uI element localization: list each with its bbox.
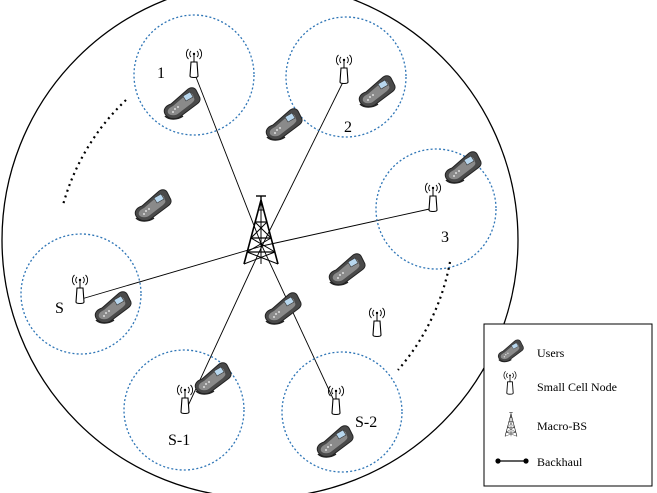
small-cell-boundary-3	[375, 148, 497, 270]
backhaul-link-2	[261, 79, 345, 247]
continuation-arc-right	[397, 261, 452, 371]
small-cell-boundary-s2	[281, 351, 403, 473]
small-cell-boundary-s	[20, 233, 142, 355]
small-cells	[20, 14, 497, 473]
small-cell-antenna-icon	[71, 274, 89, 305]
backhaul-link-s2	[261, 245, 337, 406]
small-cell-boundary-1	[133, 14, 255, 136]
mobile-phone-icon	[444, 151, 482, 184]
mobile-phone-icon	[316, 425, 354, 458]
macro-cell-boundary	[1, 0, 519, 493]
cell-label-s1: S-1	[168, 432, 190, 449]
small-cell-antenna-icon	[327, 385, 345, 416]
cell-label-1: 1	[157, 65, 165, 82]
mobile-phone-icon	[163, 87, 201, 120]
mobile-phone-icon	[358, 75, 396, 108]
backhaul-link-3	[261, 207, 435, 247]
macro-tower-icon	[243, 195, 279, 265]
legend-backhaul-end-right	[523, 458, 529, 464]
cell-label-2: 2	[344, 119, 352, 136]
small-cell-antenna-icon	[424, 182, 442, 213]
cell-label-3: 3	[441, 229, 449, 246]
cell-label-s2: S-2	[355, 414, 377, 431]
small-cell-antenna-icon	[176, 384, 194, 415]
mobile-phone-icon	[265, 108, 303, 141]
small-cell-boundary-2	[285, 16, 407, 138]
backhaul-links	[77, 71, 435, 409]
users	[94, 75, 482, 458]
small-cell-antenna-icon	[185, 48, 203, 79]
small-cell-antenna-icon	[335, 54, 353, 85]
mobile-phone-icon	[94, 291, 132, 324]
cell-label-s: S	[55, 300, 64, 317]
small-cell-boundary-s1	[123, 349, 245, 471]
mobile-phone-icon	[328, 253, 366, 286]
legend-small-cell-label: Small Cell Node	[537, 380, 617, 394]
backhaul-link-1	[193, 71, 263, 247]
legend: Users Small Cell Node Macro-BS Backhaul	[483, 323, 653, 487]
mobile-phone-icon	[134, 189, 172, 222]
legend-backhaul-end-left	[495, 458, 501, 464]
legend-macro-label: Macro-BS	[537, 419, 587, 433]
continuation-arc-left	[61, 99, 127, 206]
legend-backhaul-label: Backhaul	[537, 455, 583, 469]
legend-users-label: Users	[537, 346, 565, 360]
backhaul-link-s	[77, 245, 263, 301]
small-cell-antenna-icon	[368, 307, 386, 338]
